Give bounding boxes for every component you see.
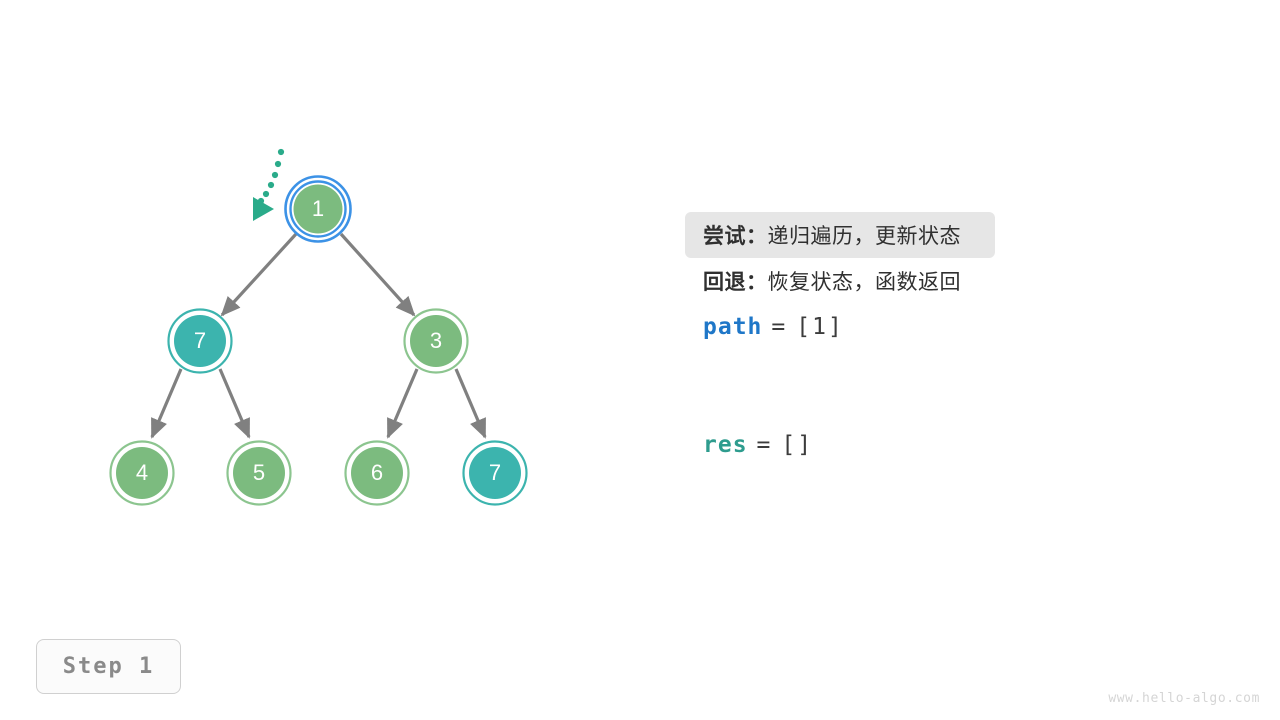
tree-node-7-right[interactable] [462,440,528,506]
node-circle [233,447,285,499]
node-active-inner-ring [289,180,347,238]
step-badge: Step 1 [36,639,181,694]
try-line: 尝试：递归遍历，更新状态 [685,212,995,258]
edge-7-to-4 [150,368,183,439]
node-circle [469,447,521,499]
edge-1-to-7 [220,232,298,317]
cursor-trail-dot [274,160,282,168]
cursor-trail-dot [271,171,279,179]
path-keyword: path [703,314,763,340]
backtrack-text: 恢复状态，函数返回 [767,271,961,294]
recursion-cursor [253,148,285,221]
backtrack-label: 回退： [703,271,768,294]
edge-7-to-5 [218,368,251,439]
cursor-trail-dot [262,190,270,198]
tree-node-1[interactable] [284,175,352,243]
cursor-trail-dot [277,148,285,156]
cursor-trail-dot [267,181,275,189]
edge-1-to-3 [339,232,416,317]
edge-3-to-7 [454,368,487,439]
node-outer-ring [403,308,469,374]
node-circle [116,447,168,499]
tree-node-4[interactable] [109,440,175,506]
res-variable-line: res = [] [685,422,1105,468]
node-circle [174,315,226,367]
node-outer-ring [109,440,175,506]
res-equals: = [756,432,773,458]
tree-edges [150,232,487,439]
try-label: 尝试： [703,225,768,248]
path-value: [1] [796,314,844,340]
tree-node-3[interactable] [403,308,469,374]
panel-spacer [685,350,1105,422]
try-text: 递归遍历，更新状态 [767,225,961,248]
tree-node-6[interactable] [344,440,410,506]
path-variable-line: path = [1] [685,304,1105,350]
path-equals: = [771,314,788,340]
watermark: www.hello-algo.com [1108,691,1260,706]
tree-node-5[interactable] [226,440,292,506]
tree-node-7-left[interactable] [167,308,233,374]
res-value: [] [781,432,814,458]
node-outer-ring [167,308,233,374]
edge-3-to-6 [386,368,419,439]
res-keyword: res [703,432,748,458]
node-outer-ring [344,440,410,506]
backtrack-line: 回退：恢复状态，函数返回 [685,258,1105,304]
tree-nodes [109,175,528,506]
node-outer-ring [226,440,292,506]
binary-tree-graphic [109,148,528,506]
node-circle [410,315,462,367]
cursor-arrowhead-icon [253,197,274,221]
node-circle [351,447,403,499]
node-circle [293,184,343,234]
node-active-outer-ring [284,175,352,243]
node-outer-ring [462,440,528,506]
explanation-panel: 尝试：递归遍历，更新状态 回退：恢复状态，函数返回 path = [1] res… [685,212,1105,468]
